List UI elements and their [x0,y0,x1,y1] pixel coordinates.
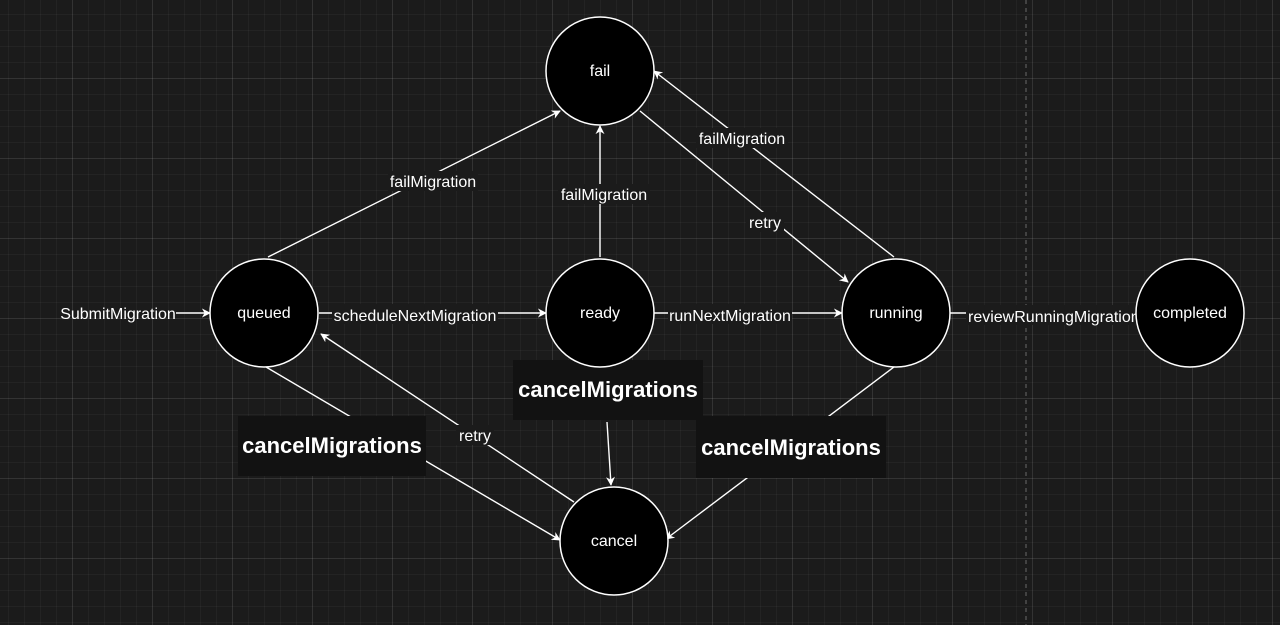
edge-label: reviewRunningMigration [968,309,1140,326]
edge-cancel-queued[interactable]: retry [320,333,575,503]
node-label: queued [237,305,290,322]
edge-label: SubmitMigration [60,306,176,323]
node-cancel[interactable]: cancel [559,486,669,596]
edge-ready-running[interactable]: runNextMigration [654,304,843,325]
edge-label: retry [459,428,491,445]
node-label: cancel [591,533,637,550]
edge-queued-cancel[interactable]: cancelMigrations [238,366,561,541]
edge-label: retry [749,215,781,232]
edge-label: failMigration [390,174,476,191]
edge-running-completed[interactable]: reviewRunningMigration [950,305,1140,326]
node-label: running [869,305,922,322]
edge-running-fail[interactable]: failMigration [653,70,895,258]
node-completed[interactable]: completed [1135,258,1245,368]
edge-queued-ready[interactable]: scheduleNextMigration [319,304,547,325]
edge-fail-running[interactable]: retry [639,110,849,283]
edge-label: cancelMigrations [518,377,698,402]
node-fail[interactable]: fail [545,16,655,126]
node-label: completed [1153,305,1227,322]
edge-label: runNextMigration [669,308,791,325]
node-label: fail [590,63,610,80]
edge-queued-fail[interactable]: failMigration [267,110,561,258]
edge-submit[interactable]: SubmitMigration [60,306,211,323]
node-queued[interactable]: queued [209,258,319,368]
node-running[interactable]: running [841,258,951,368]
node-ready[interactable]: ready [545,258,655,368]
edge-label: failMigration [561,187,647,204]
edge-label: cancelMigrations [242,433,422,458]
edge-label: failMigration [699,131,785,148]
edge-ready-fail[interactable]: failMigration [558,125,650,257]
edge-label: cancelMigrations [701,435,881,460]
edge-ready-cancel[interactable]: cancelMigrations [513,360,703,486]
edge-label: scheduleNextMigration [334,308,497,325]
node-label: ready [580,305,620,322]
edge-running-cancel[interactable]: cancelMigrations [665,366,895,540]
